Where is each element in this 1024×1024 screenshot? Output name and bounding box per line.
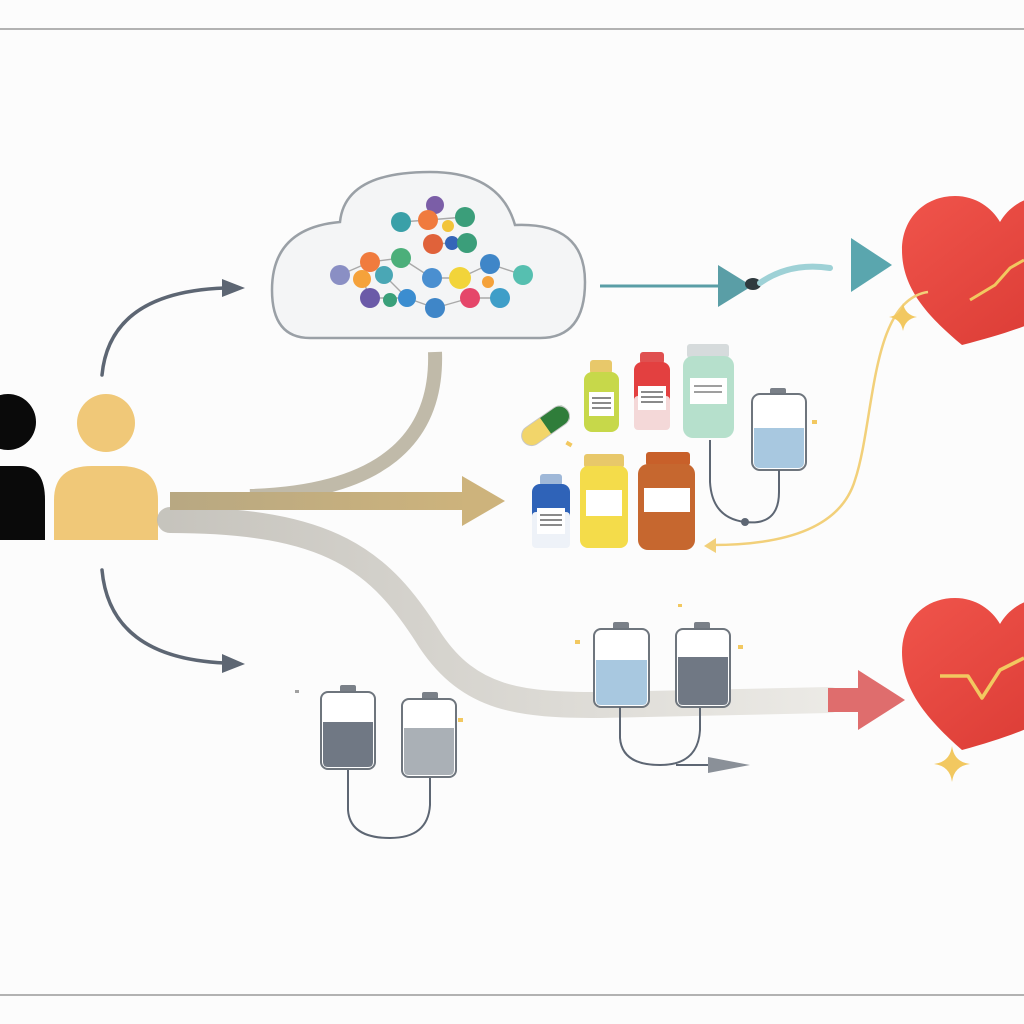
pill-capsule-icon — [521, 405, 571, 447]
upper-arrowhead — [222, 279, 245, 297]
syringe-tip-icon — [745, 278, 761, 290]
upper-connector-arrow — [100, 286, 227, 377]
iv-bag-icon — [675, 622, 731, 708]
iv-bag-icon — [593, 622, 650, 708]
teal-arrowhead — [718, 265, 752, 307]
sparkle-icon — [889, 303, 917, 331]
tan-flow-band — [170, 492, 470, 510]
teal-tube — [757, 263, 833, 286]
sparkle-icon — [934, 746, 970, 782]
iv-tube-center — [619, 707, 701, 767]
tan-arrowhead — [462, 476, 505, 526]
teal-arrowhead-right — [851, 238, 892, 292]
bottle-red-icon — [634, 352, 670, 430]
heart-pulse-icon — [902, 598, 1024, 750]
jar-yellow-icon — [580, 454, 628, 548]
gray-flow-path — [157, 507, 843, 719]
heart-pulse-icon — [902, 196, 1024, 345]
cloud-down-flow — [249, 351, 443, 503]
pink-flow-band — [828, 688, 860, 712]
bottle-yellow-green-icon — [584, 360, 619, 432]
bottle-blue-icon — [532, 474, 570, 548]
molecule-cloud-icon — [270, 170, 587, 340]
iv-tube-pointer-head — [708, 757, 750, 773]
iv-bag-icon — [401, 692, 457, 778]
iv-bag-icon — [709, 388, 807, 526]
iv-bag-icon — [320, 685, 376, 770]
person-light-icon — [54, 394, 158, 540]
lower-connector-arrow — [100, 568, 227, 665]
confetti-decoration — [295, 420, 817, 722]
person-dark-icon — [0, 394, 45, 540]
gold-curve — [711, 290, 929, 547]
jar-brown-icon — [638, 452, 695, 550]
pink-arrowhead — [858, 670, 905, 730]
iv-tube-lower-left — [347, 770, 431, 840]
lower-arrowhead — [222, 654, 245, 673]
gold-arrowhead — [704, 538, 716, 553]
jar-mint-icon — [683, 344, 734, 438]
